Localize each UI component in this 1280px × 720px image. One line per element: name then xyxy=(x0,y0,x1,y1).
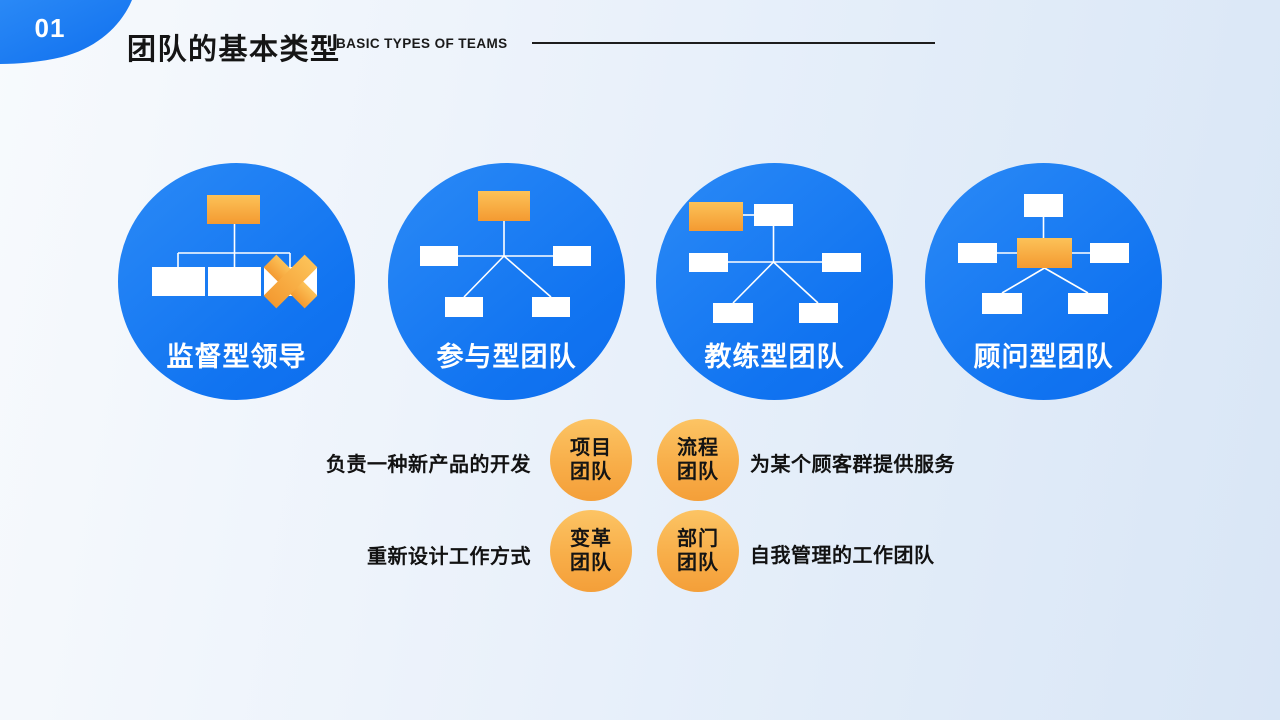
badge-label-line1: 变革 xyxy=(570,528,612,550)
team-type-badge-process: 流程 团队 xyxy=(657,419,739,501)
org-chart-crossed-member-icon xyxy=(152,195,318,309)
team-circle-supervisory: 监督型领导 xyxy=(118,163,355,400)
page-subtitle: BASIC TYPES OF TEAMS xyxy=(336,36,508,51)
team-circle-participative: 参与型团队 xyxy=(388,163,625,400)
team-circle-label: 监督型领导 xyxy=(166,342,307,372)
badge-label-line2: 团队 xyxy=(570,461,612,483)
team-type-description-change: 重新设计工作方式 xyxy=(367,546,531,568)
team-type-badge-change: 变革 团队 xyxy=(550,510,632,592)
team-circle-label: 参与型团队 xyxy=(436,342,577,372)
badge-label-line1: 流程 xyxy=(677,437,719,459)
corner-blob-shape xyxy=(0,0,132,64)
org-chart-advisor-center-icon xyxy=(958,194,1129,314)
team-type-badge-department: 部门 团队 xyxy=(657,510,739,592)
page-number: 01 xyxy=(34,13,66,43)
team-circle-label: 顾问型团队 xyxy=(973,342,1114,372)
cross-out-x-icon xyxy=(263,254,318,309)
badge-label-line1: 项目 xyxy=(570,437,612,459)
org-chart-coach-side-icon xyxy=(689,202,861,323)
title-divider-line xyxy=(532,42,935,44)
team-circle-coaching: 教练型团队 xyxy=(656,163,893,400)
team-type-description-process: 为某个顾客群提供服务 xyxy=(750,454,955,476)
page-title: 团队的基本类型 xyxy=(127,34,341,66)
team-type-description-project: 负责一种新产品的开发 xyxy=(326,454,531,476)
badge-label-line1: 部门 xyxy=(677,528,719,550)
team-type-badge-project: 项目 团队 xyxy=(550,419,632,501)
team-circle-advisory: 顾问型团队 xyxy=(925,163,1162,400)
team-circle-label: 教练型团队 xyxy=(704,342,845,372)
badge-label-line2: 团队 xyxy=(677,461,719,483)
badge-label-line2: 团队 xyxy=(677,552,719,574)
team-type-description-department: 自我管理的工作团队 xyxy=(750,545,935,567)
org-chart-leader-hub-icon xyxy=(420,191,591,317)
badge-label-line2: 团队 xyxy=(570,552,612,574)
